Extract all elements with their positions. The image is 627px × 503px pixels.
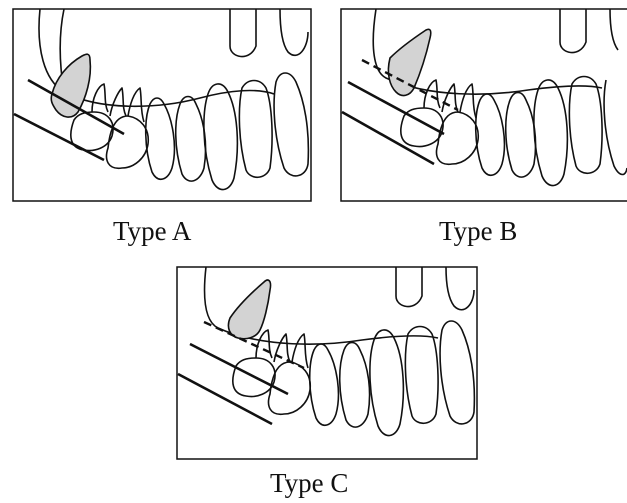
type-b-diagram	[340, 8, 627, 202]
panel-type-c	[176, 266, 478, 460]
caption-type-b: Type B	[439, 218, 517, 245]
caption-type-a: Type A	[113, 218, 191, 245]
caption-type-c: Type C	[270, 470, 348, 497]
panel-type-a	[12, 8, 312, 202]
panel-type-b	[340, 8, 627, 202]
type-c-diagram	[176, 266, 478, 460]
type-a-diagram	[12, 8, 312, 202]
panel-frame	[177, 267, 477, 459]
